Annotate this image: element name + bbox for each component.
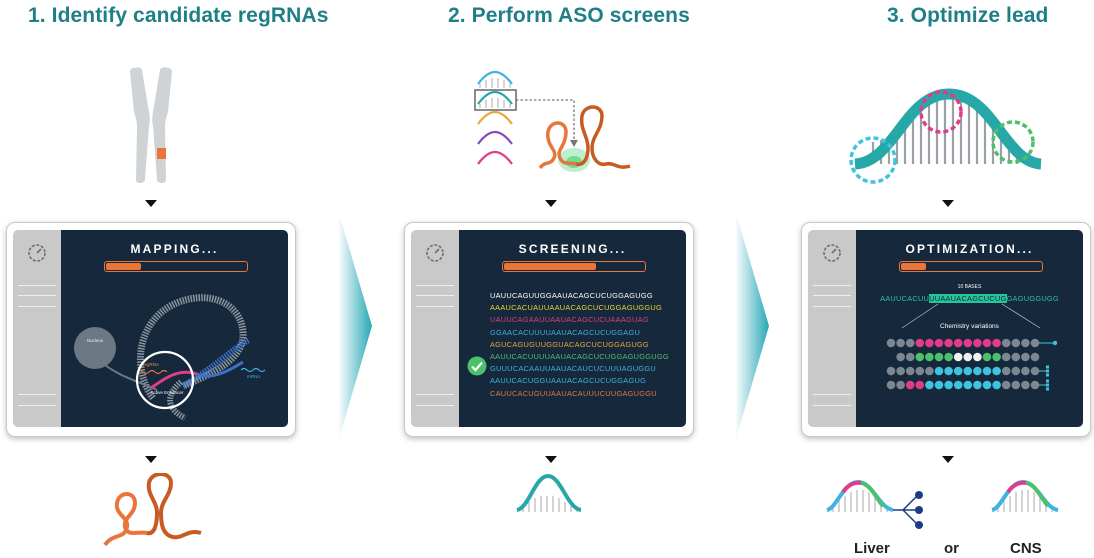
screening-sequence: AAAUCACUAUUAAUACAGCUCUGGAGUGGUG	[490, 303, 663, 313]
progress-fill	[901, 263, 926, 270]
seq-suffix: GAGUGGUGG	[1006, 294, 1059, 303]
screening-sequence: GUUUCACAAUUAAUACAUCUCUUUAGUGGU	[490, 364, 657, 374]
chemistry-variations-beads	[886, 338, 1058, 391]
aso-wave-icon	[516, 473, 582, 512]
sequence-list: UAUUCAGUUGGAAUACAGCUCUGGAGUGG AAAUCACUAUU…	[459, 291, 686, 421]
cns-label: CNS	[1010, 540, 1042, 557]
screening-sequence: UAUUCAGUUGGAAUACAGCUCUGGAGUGG	[490, 291, 653, 300]
seq-prefix: AAUUCACUU	[880, 294, 930, 303]
gauge-icon	[28, 244, 46, 262]
liver-aso-icon	[826, 479, 923, 529]
gauge-icon	[823, 244, 841, 262]
or-label: or	[944, 540, 959, 557]
cns-aso-icon	[991, 479, 1059, 512]
check-icon	[467, 356, 487, 376]
tablet-screening: SCREENING... UAUUCAGUUGGAAUACAGCUCUGGAGU…	[404, 222, 694, 437]
down-arrow-2b	[545, 456, 557, 463]
down-arrow-1a	[145, 200, 157, 207]
progress-fill	[504, 263, 596, 270]
chemistry-label: Chemistry variations	[940, 323, 999, 330]
screen-title: MAPPING...	[130, 242, 219, 256]
tablet-screen: SCREENING... UAUUCAGUUGGAAUACAGCUCUGGAGU…	[459, 230, 686, 427]
optimized-sequence: AAUUCACUUUUAAUACAGCUCUGGAGUGGUGG	[856, 294, 1083, 303]
screening-sequence: CAUUCACUGUUAAUACAUUUCUUGAGUGGU	[490, 388, 657, 398]
seq-highlight: UUAAUACAGCUCUG	[929, 294, 1007, 303]
tablet-sidebar	[13, 230, 61, 427]
mapping-illustration: Nucleus regRNA Active Enhancer mRNA	[74, 294, 266, 421]
tablet-mapping: MAPPING... Nucleus regRNA Active Enhance…	[6, 222, 296, 437]
gauge-icon	[426, 244, 444, 262]
nucleus-label: Nucleus	[87, 338, 104, 343]
progress-bar	[104, 261, 248, 272]
down-arrow-3b	[942, 456, 954, 463]
screening-sequence: GGAACACUUUUAAUACAGCUCUGGAGU	[490, 327, 641, 337]
chemistry-lines	[901, 303, 1041, 329]
step-1-title: 1. Identify candidate regRNAs	[28, 4, 329, 27]
screening-sequence: AAUUCACUGGUAAUACAGCUCUGGAGUG	[490, 376, 647, 386]
screening-sequence: AGUCAGUGUUGGUACAGCUCUGGAGUGG	[490, 339, 649, 349]
progress-fill	[106, 263, 141, 270]
tablet-optimization: OPTIMIZATION... 10 BASES AAUUCACUUUUAAUA…	[801, 222, 1091, 437]
progress-bar	[502, 261, 646, 272]
down-arrow-1b	[145, 456, 157, 463]
lead-optimization-icon	[849, 88, 1042, 184]
flow-chevron-2	[735, 210, 769, 442]
step-2-title: 2. Perform ASO screens	[448, 4, 690, 27]
tablet-sidebar	[808, 230, 856, 427]
screen-title: SCREENING...	[518, 242, 627, 256]
aso-screen-icon	[474, 70, 631, 172]
down-arrow-3a	[942, 200, 954, 207]
regrna-label: regRNA	[143, 362, 159, 367]
chromosome-icon	[130, 67, 172, 183]
bases-label: 10 BASES	[957, 284, 982, 290]
tablet-sidebar	[411, 230, 459, 427]
flow-chevron-1	[338, 210, 372, 442]
screening-sequence: UAUUCAGAAUUAAUACAGCUCUAAAGUAG	[490, 315, 649, 325]
tablet-screen: MAPPING... Nucleus regRNA Active Enhance…	[61, 230, 288, 427]
regrna-hairpin-icon	[103, 473, 202, 547]
mrna-label: mRNA	[247, 374, 260, 379]
liver-label: Liver	[854, 540, 890, 557]
screening-sequence: AAUUCACUUUUAAUACAGCUCUGGAGUGGUGG	[490, 352, 669, 361]
progress-bar	[899, 261, 1043, 272]
tablet-screen: OPTIMIZATION... 10 BASES AAUUCACUUUUAAUA…	[856, 230, 1083, 427]
step-3-title: 3. Optimize lead	[887, 4, 1049, 27]
enhancer-label: Active Enhancer	[151, 390, 184, 395]
screen-title: OPTIMIZATION...	[905, 242, 1034, 256]
down-arrow-2a	[545, 200, 557, 207]
